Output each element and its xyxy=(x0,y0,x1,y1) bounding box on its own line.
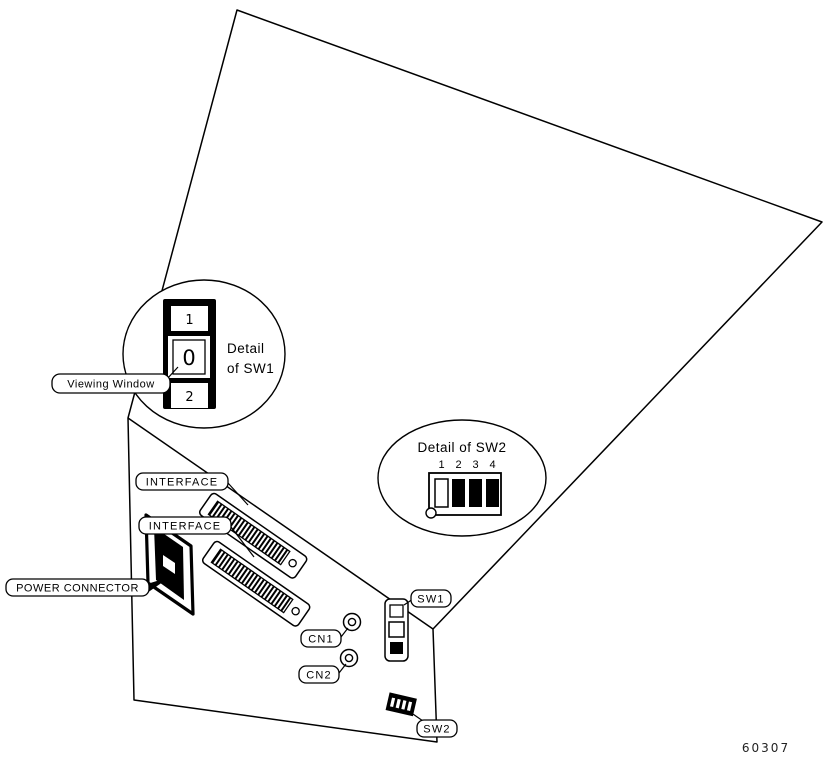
interface-bottom-label: INTERFACE xyxy=(149,521,222,533)
label-interface-top: INTERFACE xyxy=(135,472,249,506)
sw2-toggle-4 xyxy=(406,701,413,711)
interface-2-screw-icon xyxy=(291,606,300,616)
label-sw1: SW1 xyxy=(403,589,452,608)
sw2-pos-1: 1 xyxy=(438,459,444,471)
cn2-connector xyxy=(339,648,359,668)
sw1-top-digit: 1 xyxy=(185,313,193,328)
power-inlet-slot xyxy=(163,555,175,574)
interface-1-screw-icon xyxy=(288,558,297,568)
rear-panel xyxy=(144,492,417,717)
sw1-detail-caption-line1: Detail xyxy=(227,341,265,356)
sw1-detail-caption-line2: of SW1 xyxy=(227,361,274,376)
sw1-switch xyxy=(384,598,409,662)
interface-top-label: INTERFACE xyxy=(146,477,219,489)
figure-number: 60307 xyxy=(742,741,790,755)
cn1-label-box xyxy=(300,629,342,648)
sw2-toggle-2 xyxy=(395,698,401,709)
power-connector-label: POWER CONNECTOR xyxy=(16,583,139,595)
panel-fold-edge xyxy=(127,417,434,630)
viewing-window-label: Viewing Window xyxy=(67,379,155,391)
cn2-label: CN2 xyxy=(306,670,332,682)
cn1-connector xyxy=(342,612,362,632)
interface-top-leader-line xyxy=(227,482,249,506)
interface-connector-1 xyxy=(198,492,308,579)
label-cn1: CN1 xyxy=(300,627,349,648)
sw1-window-digit: 0 xyxy=(182,346,195,370)
sw2-detail-caption: Detail of SW2 xyxy=(417,440,506,455)
interface-top-label-box xyxy=(135,472,229,491)
label-cn2: CN2 xyxy=(298,663,347,684)
sw2-detail-toggle-4-on xyxy=(486,479,499,507)
label-interface-bottom: INTERFACE xyxy=(138,516,255,558)
interface-bottom-label-box xyxy=(138,516,232,535)
interface-connector-2 xyxy=(201,540,311,627)
cn1-inner-pin xyxy=(347,617,357,627)
sw2-pos-2: 2 xyxy=(455,459,461,471)
sw2-label: SW2 xyxy=(423,724,450,736)
sw1-label: SW1 xyxy=(417,594,444,606)
sw2-toggle-1 xyxy=(389,697,396,708)
sw2-toggle-3 xyxy=(401,700,407,710)
sw2-leader-line xyxy=(409,711,424,722)
sw1-detail-bottom-button xyxy=(171,383,208,408)
callout-labels: Viewing Window INTERFACE INTERFACE POWER… xyxy=(5,366,458,738)
sw2-pos-3: 3 xyxy=(472,459,478,471)
sw2-detail-callout: Detail of SW2 1 2 3 4 xyxy=(377,419,547,537)
label-sw2: SW2 xyxy=(409,711,458,738)
cn2-leader-line xyxy=(338,663,347,674)
sw1-plus-button xyxy=(389,604,404,618)
sw1-detail-top-button xyxy=(171,306,208,331)
viewing-window-label-box xyxy=(51,373,171,394)
power-connector-label-box xyxy=(5,578,150,597)
cn1-label: CN1 xyxy=(308,634,334,646)
sw1-detail-callout: 1 0 2 Detail of SW1 xyxy=(122,279,286,429)
interface-2-pins xyxy=(210,548,294,614)
sw2-detail-toggle-2-on xyxy=(452,479,465,507)
cn1-leader-line xyxy=(340,627,349,638)
sw1-label-box xyxy=(410,589,452,608)
sw2-detail-toggle-1-off xyxy=(434,478,449,508)
sw1-minus-button xyxy=(390,642,403,654)
sw1-window xyxy=(388,621,405,638)
cn2-inner-pin xyxy=(344,653,354,663)
cn2-label-box xyxy=(298,665,340,684)
sw2-dip-switch xyxy=(385,692,417,717)
label-viewing-window: Viewing Window xyxy=(51,366,179,394)
sw1-bottom-digit: 2 xyxy=(185,390,193,405)
interface-1-pins xyxy=(207,500,291,566)
sw2-detail-index-dot xyxy=(425,507,437,519)
power-connector-pointer-icon xyxy=(147,577,170,593)
sw2-label-box xyxy=(416,719,458,738)
label-power-connector: POWER CONNECTOR xyxy=(5,577,170,597)
interface-bottom-leader-line xyxy=(230,526,255,558)
sw2-detail-toggle-3-on xyxy=(469,479,482,507)
power-inlet-connector xyxy=(144,513,195,616)
sw2-pos-4: 4 xyxy=(489,459,495,471)
sw1-detail-viewing-window-frame xyxy=(172,339,206,375)
